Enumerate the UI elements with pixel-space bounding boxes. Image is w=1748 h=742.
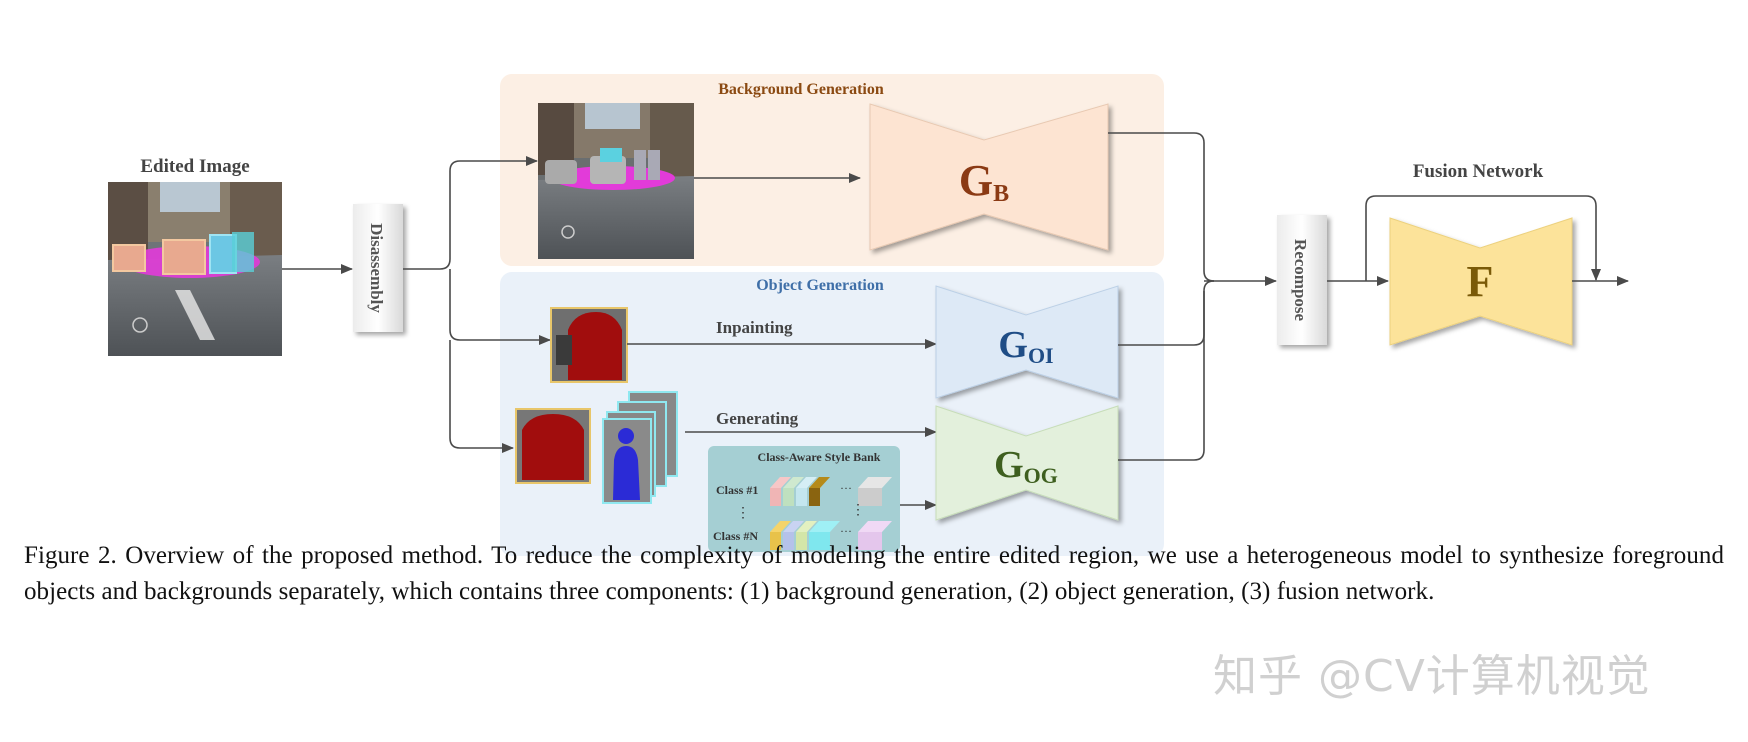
object-generation-generator-gog	[935, 405, 1119, 521]
object-inpainting-generator-goi	[935, 285, 1119, 399]
person-mask-stack	[602, 391, 678, 504]
recompose-box	[1277, 215, 1327, 345]
inpainting-object-image	[550, 307, 628, 383]
gb-label: GB	[959, 156, 1009, 207]
disassembly-box	[353, 204, 403, 332]
goi-label: GOI	[998, 324, 1053, 368]
figure-caption: Figure 2. Overview of the proposed metho…	[24, 542, 1724, 605]
f-label: F	[1467, 257, 1494, 306]
class-1-label: Class #1	[716, 483, 758, 497]
gog-label: GOG	[994, 444, 1058, 488]
svg-text:···: ···	[840, 481, 852, 495]
class-n-style-codes: ···	[770, 521, 892, 550]
object-generation-label: Object Generation	[756, 277, 884, 294]
generating-label: Generating	[716, 409, 799, 428]
background-image	[538, 103, 694, 259]
fusion-network-f	[1389, 217, 1573, 346]
recompose-label: Recompose	[1291, 239, 1310, 322]
class-n-label: Class #N	[713, 529, 758, 543]
vertical-ellipsis: ⋮	[736, 506, 750, 521]
fusion-network-label: Fusion Network	[1413, 161, 1544, 182]
svg-text:···: ···	[840, 524, 852, 538]
disassembly-label: Disassembly	[367, 223, 386, 313]
watermark: 知乎 @CV计算机视觉	[1213, 651, 1651, 702]
edited-image	[108, 182, 282, 356]
inpainting-label: Inpainting	[716, 318, 793, 337]
background-generation-label: Background Generation	[718, 81, 884, 98]
generated-object-mask	[515, 408, 591, 484]
background-generator-gb	[869, 103, 1109, 251]
style-bank-label: Class-Aware Style Bank	[758, 450, 881, 464]
edited-image-label: Edited Image	[140, 156, 249, 177]
middle-ellipsis: ⋮	[851, 503, 865, 518]
class-1-style-codes: ···	[770, 477, 892, 506]
